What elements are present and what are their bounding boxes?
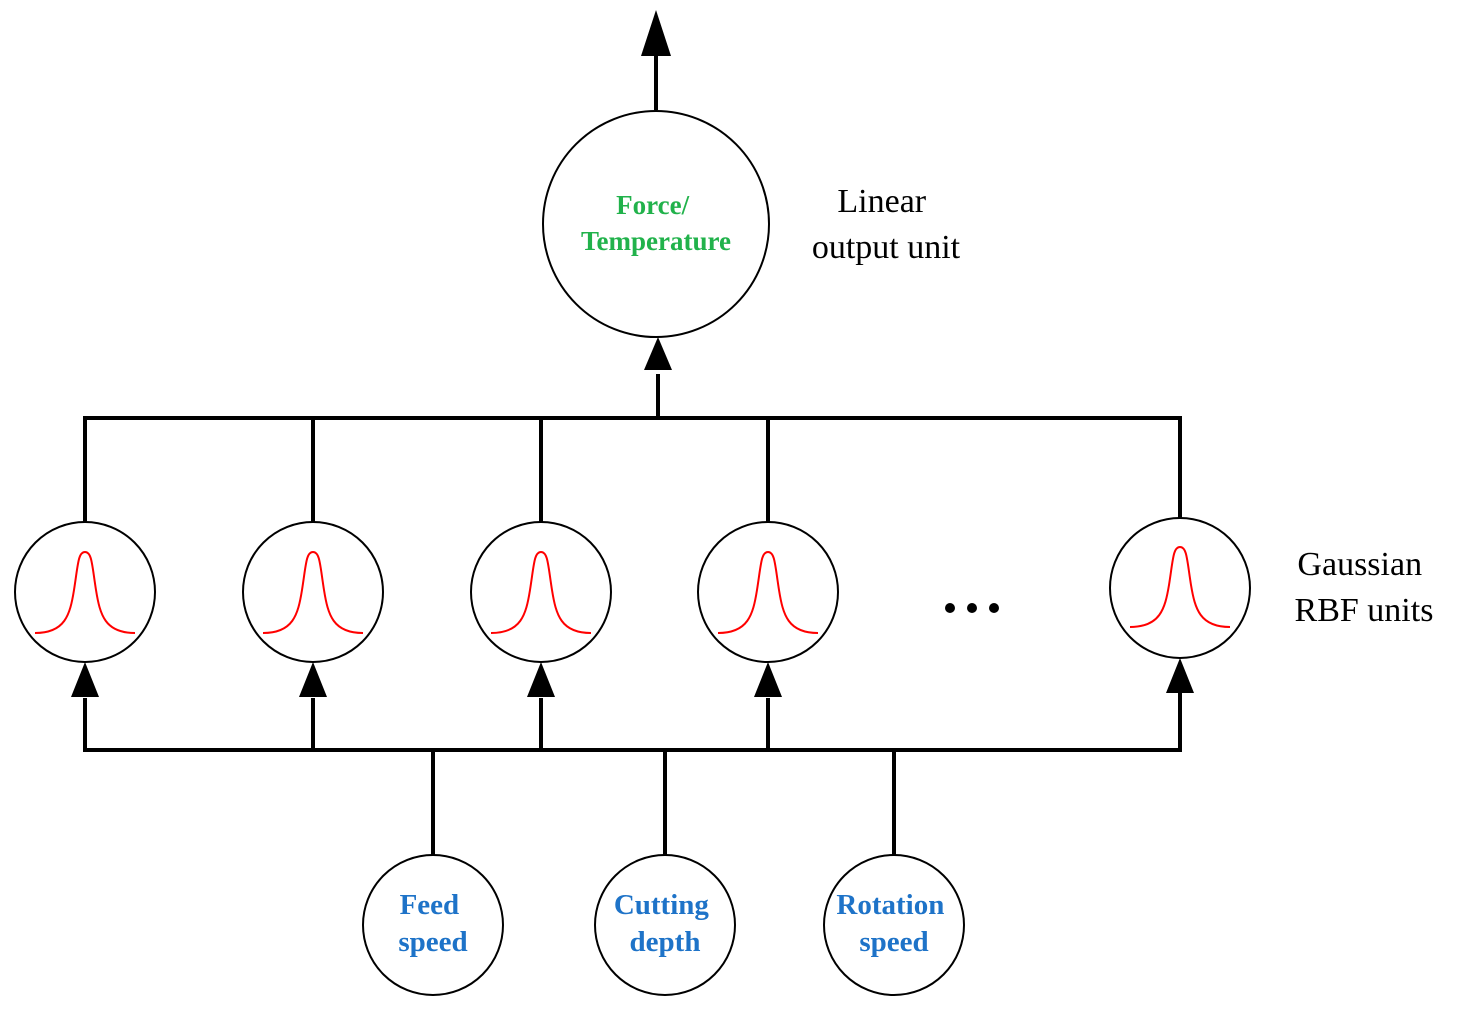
gaussian-curve-icon	[717, 550, 819, 634]
input-node-label: Cutting depth	[614, 889, 716, 958]
gaussian-curve-icon	[34, 550, 136, 634]
output-node-line-2: Temperature	[581, 226, 731, 256]
input-label-line-2: depth	[630, 926, 701, 958]
rbf-unit-1	[14, 521, 156, 663]
ellipsis-dot	[989, 603, 999, 613]
ellipsis-dot	[967, 603, 977, 613]
gaussian-curve-icon	[490, 550, 592, 634]
rbf-node	[1109, 517, 1251, 659]
rbf-node	[470, 521, 612, 663]
input-label-line-2: speed	[859, 926, 928, 958]
output-layer-label: Linear output unit	[812, 183, 961, 266]
rbf-unit-4	[697, 521, 839, 663]
input-node-cutting-depth: Cutting depth	[594, 854, 736, 996]
rbf-3-in-arrowhead	[527, 662, 555, 697]
input-node	[362, 854, 504, 996]
output-input-arrowhead	[644, 337, 672, 370]
input-node	[823, 854, 965, 996]
rbf-node	[697, 521, 839, 663]
rbf-node	[242, 521, 384, 663]
output-node-line-1: Force/	[616, 190, 689, 220]
input-label-line-1: Feed	[400, 889, 460, 921]
output-arrowhead	[641, 10, 671, 56]
gaussian-curve-icon	[1129, 545, 1231, 628]
rbf-unit-3	[470, 521, 612, 663]
rbf-4-in-arrowhead	[754, 662, 782, 697]
rbf-unit-2	[242, 521, 384, 663]
input-node-rotation-speed: Rotation speed	[823, 854, 965, 996]
output-layer-label-line-1: Linear	[837, 183, 926, 220]
output-node	[542, 110, 770, 338]
hidden-layer-label-line-2: RBF units	[1295, 592, 1434, 629]
hidden-layer-label: Gaussian RBF units	[1295, 546, 1434, 629]
input-label-line-2: speed	[398, 926, 467, 958]
rbf-unit-5	[1109, 517, 1251, 659]
hidden-layer-label-line-1: Gaussian	[1297, 546, 1422, 583]
ellipsis-dots	[945, 603, 999, 613]
gaussian-curve-icon	[262, 550, 364, 634]
rbf-node	[14, 521, 156, 663]
input-node-feed-speed: Feed speed	[362, 854, 504, 996]
rbf-1-in-arrowhead	[71, 662, 99, 697]
input-label-line-1: Rotation	[836, 889, 944, 921]
rbf-5-in-arrowhead	[1166, 658, 1194, 693]
rbf-2-in-arrowhead	[299, 662, 327, 697]
input-node-label: Rotation speed	[836, 889, 951, 958]
input-node-label: Feed speed	[398, 889, 467, 958]
input-label-line-1: Cutting	[614, 889, 710, 921]
output-layer-label-line-2: output unit	[812, 229, 961, 266]
ellipsis-dot	[945, 603, 955, 613]
input-node	[594, 854, 736, 996]
output-node-label: Force/ Temperature	[581, 190, 731, 256]
